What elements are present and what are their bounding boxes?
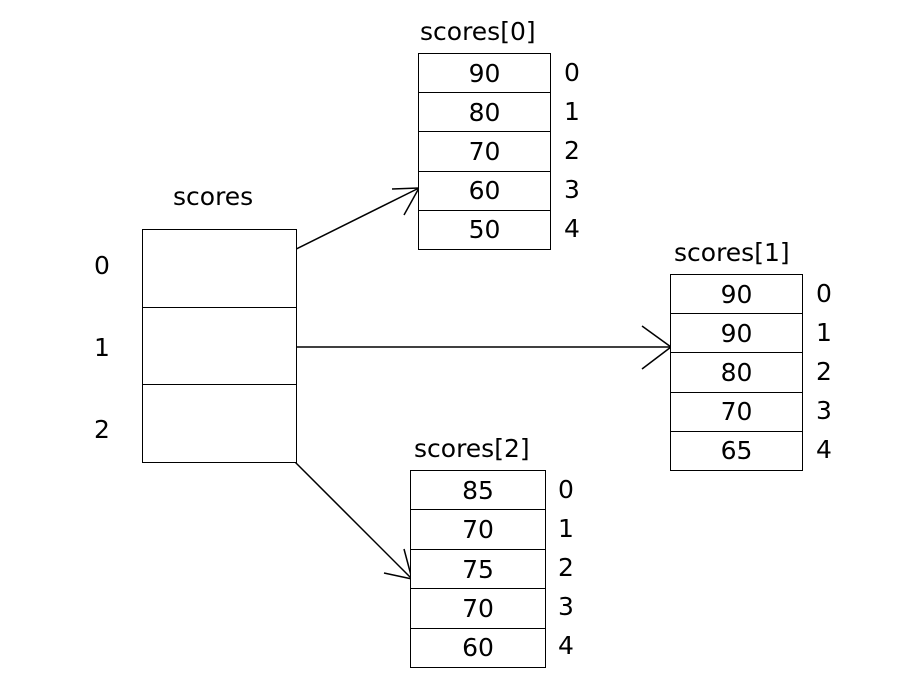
sub-array-1-index-2: 2 bbox=[816, 357, 832, 386]
sub-array-2-index-2: 2 bbox=[558, 553, 574, 582]
sub-array-2-cell-0[interactable]: 85 bbox=[411, 471, 545, 511]
pointer-cell-1[interactable] bbox=[143, 307, 296, 386]
sub-array-0-index-3: 3 bbox=[564, 175, 580, 204]
sub-array-2-index-4: 4 bbox=[558, 631, 574, 660]
sub-array-1-cell-2[interactable]: 80 bbox=[671, 353, 802, 393]
sub-array-2-box: 85 70 75 70 60 bbox=[410, 470, 546, 668]
sub-array-0-index-2: 2 bbox=[564, 136, 580, 165]
sub-array-1-index-0: 0 bbox=[816, 279, 832, 308]
sub-array-1-index-3: 3 bbox=[816, 396, 832, 425]
sub-array-2-title: scores[2] bbox=[414, 434, 530, 463]
sub-array-1-box: 90 90 80 70 65 bbox=[670, 274, 803, 471]
pointer-index-1: 1 bbox=[94, 333, 110, 362]
sub-array-1-index-1: 1 bbox=[816, 318, 832, 347]
sub-array-0-cell-1[interactable]: 80 bbox=[419, 93, 550, 133]
sub-array-0-cell-3[interactable]: 60 bbox=[419, 171, 550, 211]
sub-array-2-index-1: 1 bbox=[558, 514, 574, 543]
pointer-index-2: 2 bbox=[94, 415, 110, 444]
sub-array-2-cell-3[interactable]: 70 bbox=[411, 589, 545, 629]
sub-array-2-cell-1[interactable]: 70 bbox=[411, 510, 545, 550]
sub-array-0-box: 90 80 70 60 50 bbox=[418, 53, 551, 250]
sub-array-1-title: scores[1] bbox=[674, 238, 790, 267]
pointer-array-box bbox=[142, 229, 297, 463]
arrow-scores1 bbox=[250, 325, 672, 370]
pointer-index-0: 0 bbox=[94, 251, 110, 280]
sub-array-0-index-4: 4 bbox=[564, 214, 580, 243]
sub-array-2-index-0: 0 bbox=[558, 475, 574, 504]
sub-array-2-cell-4[interactable]: 60 bbox=[411, 628, 545, 668]
pointer-array-title: scores bbox=[173, 182, 254, 211]
sub-array-0-index-0: 0 bbox=[564, 58, 580, 87]
sub-array-1-cell-1[interactable]: 90 bbox=[671, 314, 802, 354]
sub-array-0-cell-2[interactable]: 70 bbox=[419, 132, 550, 172]
sub-array-2-cell-2[interactable]: 75 bbox=[411, 549, 545, 590]
sub-array-0-index-1: 1 bbox=[564, 97, 580, 126]
sub-array-0-cell-0[interactable]: 90 bbox=[419, 54, 550, 94]
pointer-cell-2[interactable] bbox=[143, 385, 296, 463]
pointer-cell-0[interactable] bbox=[143, 230, 296, 308]
sub-array-1-cell-4[interactable]: 65 bbox=[671, 431, 802, 471]
sub-array-1-index-4: 4 bbox=[816, 435, 832, 464]
sub-array-0-cell-4[interactable]: 50 bbox=[419, 210, 550, 250]
sub-array-1-cell-3[interactable]: 70 bbox=[671, 392, 802, 432]
sub-array-0-title: scores[0] bbox=[420, 17, 536, 46]
sub-array-1-cell-0[interactable]: 90 bbox=[671, 275, 802, 315]
sub-array-2-index-3: 3 bbox=[558, 592, 574, 621]
